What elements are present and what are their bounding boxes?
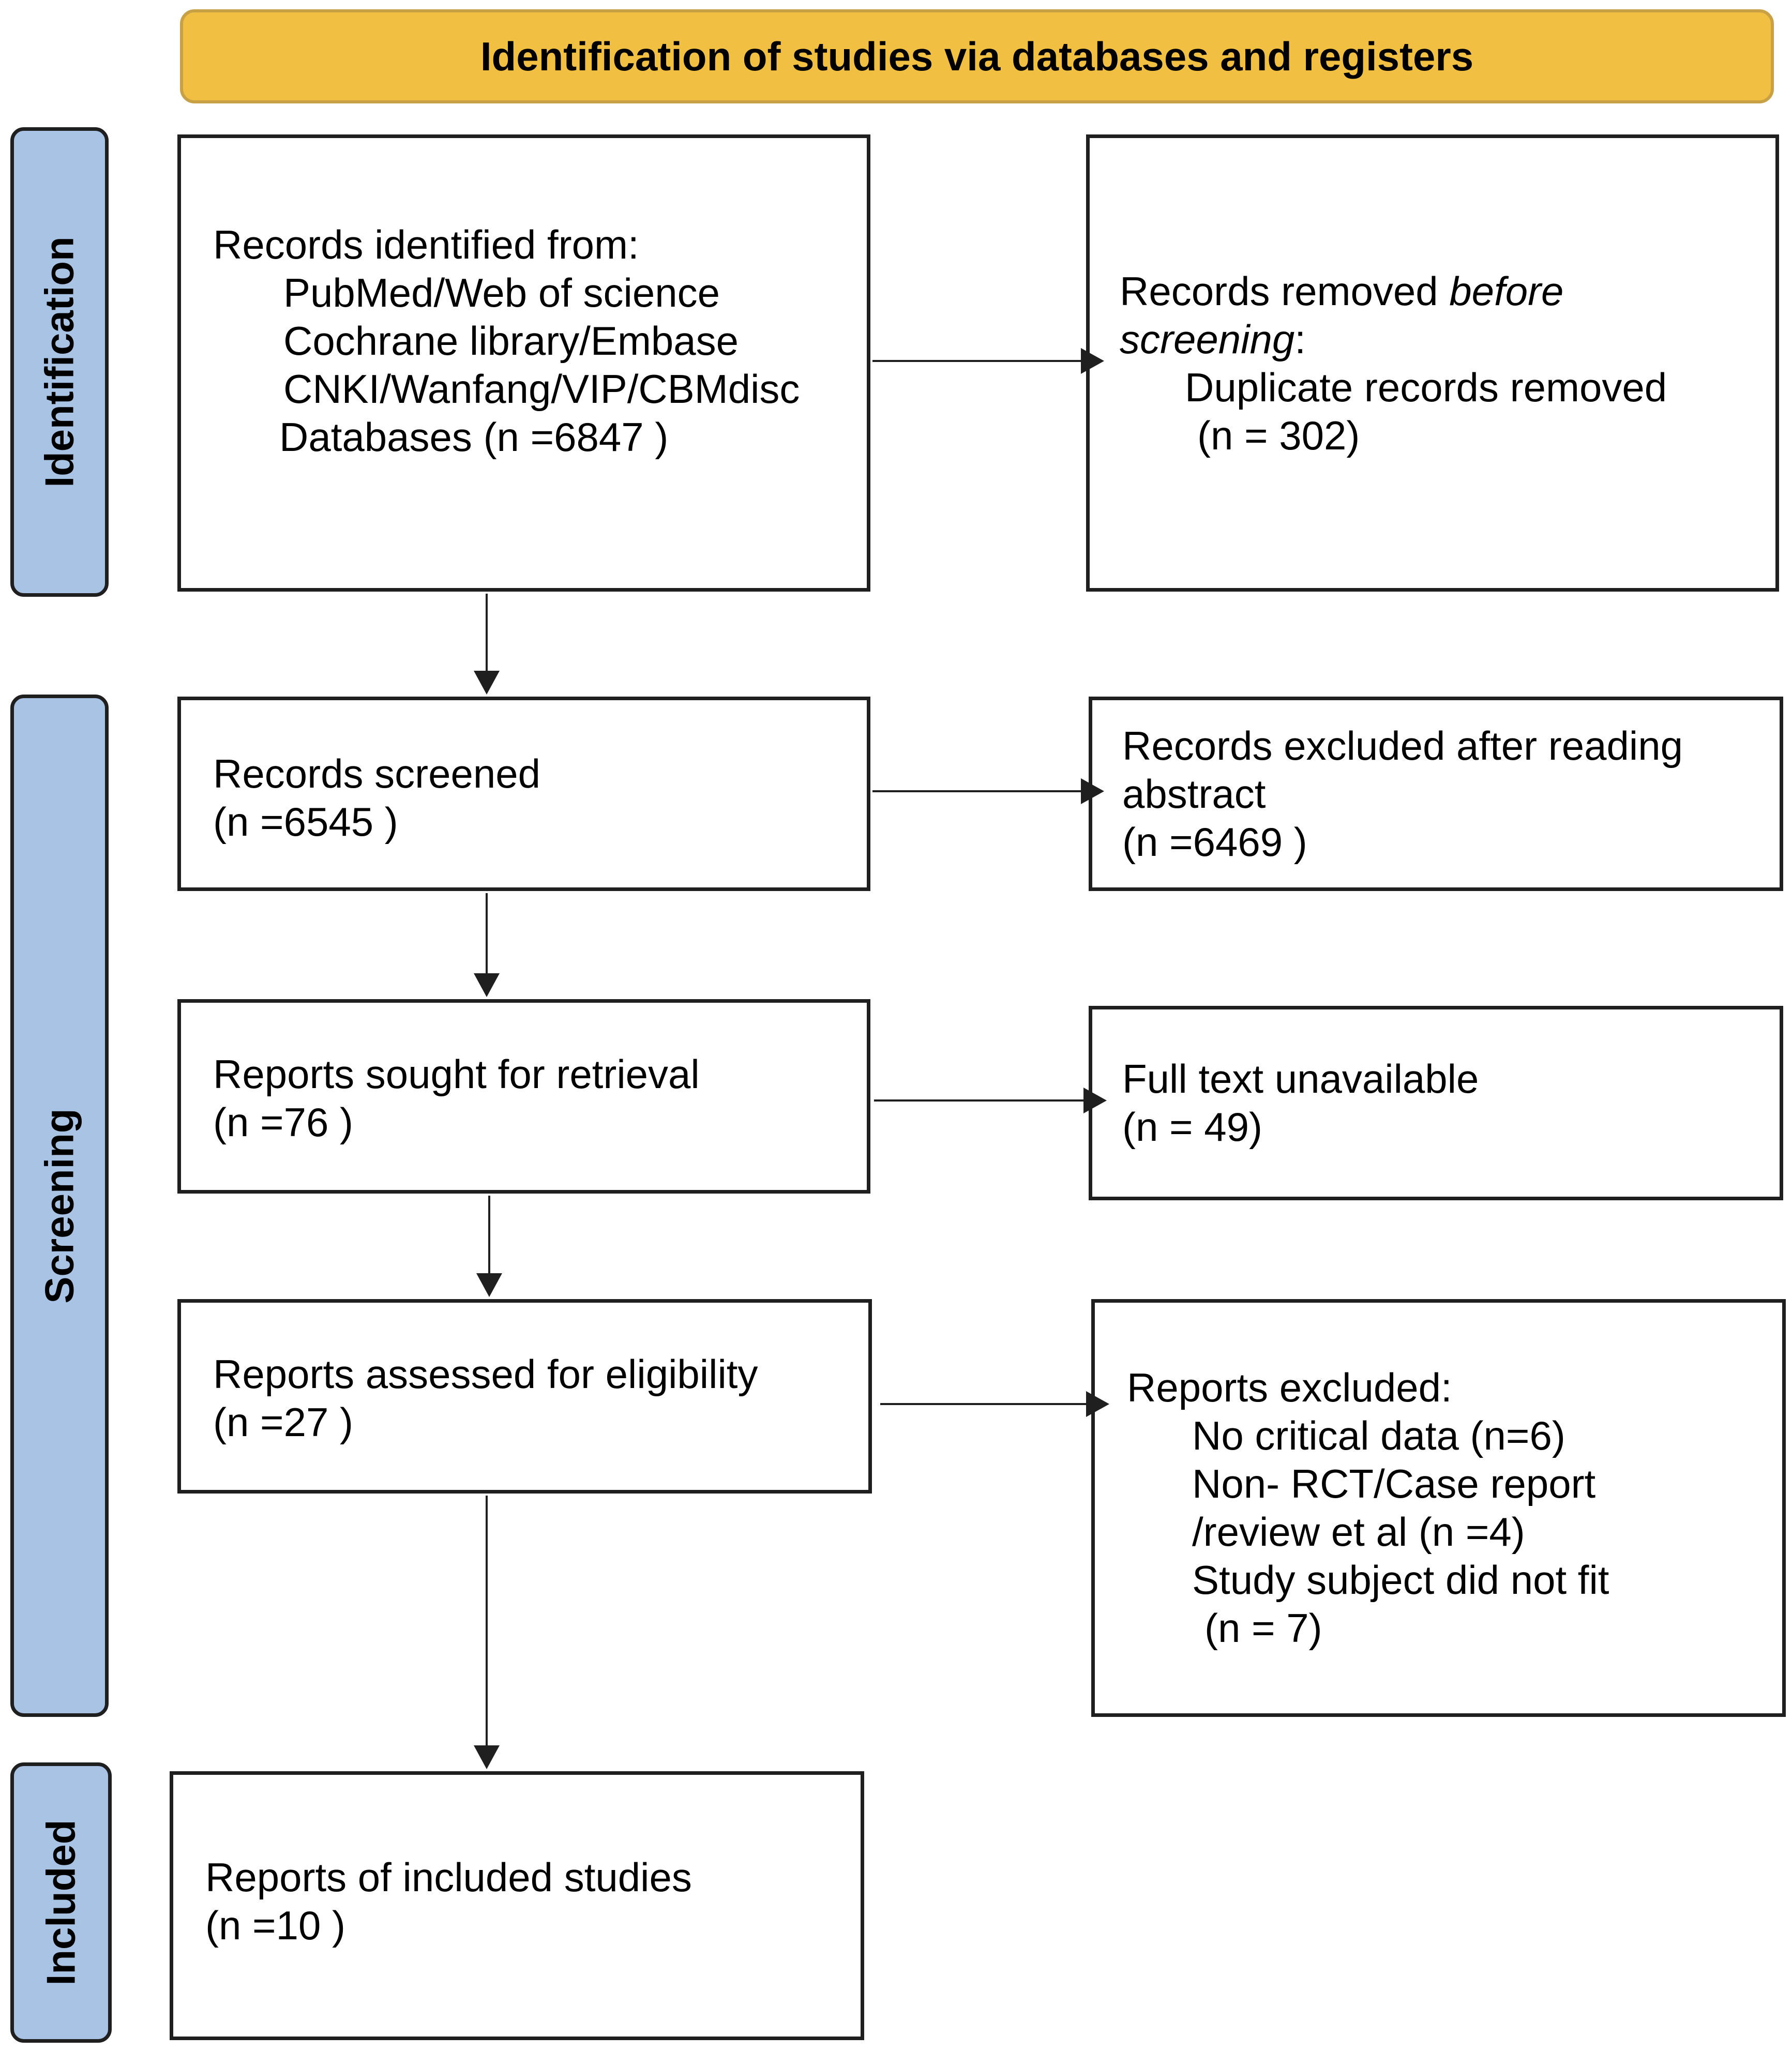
records-removed-before: before bbox=[1449, 268, 1564, 314]
full-text-unavailable-count: (n = 49) bbox=[1122, 1104, 1262, 1150]
reports-excluded-item-2: Non- RCT/Case report bbox=[1192, 1461, 1596, 1506]
header-banner: Identification of studies via databases … bbox=[180, 9, 1774, 103]
reports-sought-label: Reports sought for retrieval bbox=[213, 1051, 700, 1097]
duplicate-records-count: (n = 302) bbox=[1197, 413, 1360, 458]
source-line-3: CNKI/Wanfang/VIP/CBMdisc bbox=[283, 366, 800, 412]
phase-identification: Identification bbox=[10, 127, 109, 597]
records-excluded-count: (n =6469 ) bbox=[1122, 819, 1307, 865]
records-excluded-line1: Records excluded after reading bbox=[1122, 723, 1683, 768]
included-studies-box: Reports of included studies (n =10 ) bbox=[170, 1771, 864, 2040]
full-text-unavailable-box: Full text unavailable (n = 49) bbox=[1089, 1006, 1783, 1200]
records-screened-box: Records screened (n =6545 ) bbox=[177, 697, 870, 891]
source-line-2: Cochrane library/Embase bbox=[283, 318, 739, 364]
arrowhead-right-1 bbox=[1081, 348, 1104, 374]
reports-sought-count: (n =76 ) bbox=[213, 1099, 353, 1145]
arrowhead-right-4 bbox=[1086, 1391, 1109, 1417]
reports-excluded-item-1: No critical data (n=6) bbox=[1192, 1413, 1565, 1458]
reports-sought-box: Reports sought for retrieval (n =76 ) bbox=[177, 999, 870, 1194]
arrowhead-right-3 bbox=[1083, 1088, 1107, 1113]
reports-excluded-item-5: (n = 7) bbox=[1204, 1605, 1322, 1651]
duplicate-records-label: Duplicate records removed bbox=[1185, 365, 1667, 410]
records-removed-screening: screening bbox=[1120, 316, 1295, 362]
records-screened-count: (n =6545 ) bbox=[213, 799, 398, 844]
reports-assessed-box: Reports assessed for eligibility (n =27 … bbox=[177, 1299, 872, 1494]
reports-excluded-box: Reports excluded: No critical data (n=6)… bbox=[1091, 1299, 1786, 1717]
reports-excluded-heading: Reports excluded: bbox=[1127, 1365, 1452, 1410]
reports-assessed-label: Reports assessed for eligibility bbox=[213, 1351, 758, 1397]
records-excluded-line2: abstract bbox=[1122, 771, 1266, 817]
records-identified-heading: Records identified from: bbox=[213, 222, 639, 267]
records-removed-prefix: Records removed bbox=[1120, 268, 1450, 314]
phase-screening: Screening bbox=[10, 695, 109, 1717]
source-line-1: PubMed/Web of science bbox=[283, 270, 720, 315]
reports-excluded-item-3: /review et al (n =4) bbox=[1192, 1509, 1525, 1555]
records-removed-colon: : bbox=[1294, 316, 1306, 362]
records-identified-box: Records identified from: PubMed/Web of s… bbox=[177, 134, 870, 592]
records-screened-label: Records screened bbox=[213, 751, 540, 796]
included-studies-label: Reports of included studies bbox=[205, 1854, 692, 1900]
arrowhead-down-1 bbox=[474, 671, 500, 695]
arrowhead-down-4 bbox=[474, 1745, 500, 1769]
reports-assessed-count: (n =27 ) bbox=[213, 1399, 353, 1445]
arrowhead-down-3 bbox=[476, 1273, 502, 1297]
phase-included: Included bbox=[10, 1762, 112, 2043]
databases-total: Databases (n =6847 ) bbox=[279, 414, 669, 460]
header-title: Identification of studies via databases … bbox=[480, 33, 1474, 79]
full-text-unavailable-label: Full text unavailable bbox=[1122, 1056, 1479, 1102]
arrowhead-right-2 bbox=[1081, 778, 1104, 804]
records-removed-box: Records removed before screening: Duplic… bbox=[1086, 134, 1779, 592]
reports-excluded-item-4: Study subject did not fit bbox=[1192, 1557, 1609, 1603]
arrowhead-down-2 bbox=[474, 973, 500, 997]
included-studies-count: (n =10 ) bbox=[205, 1903, 345, 1948]
